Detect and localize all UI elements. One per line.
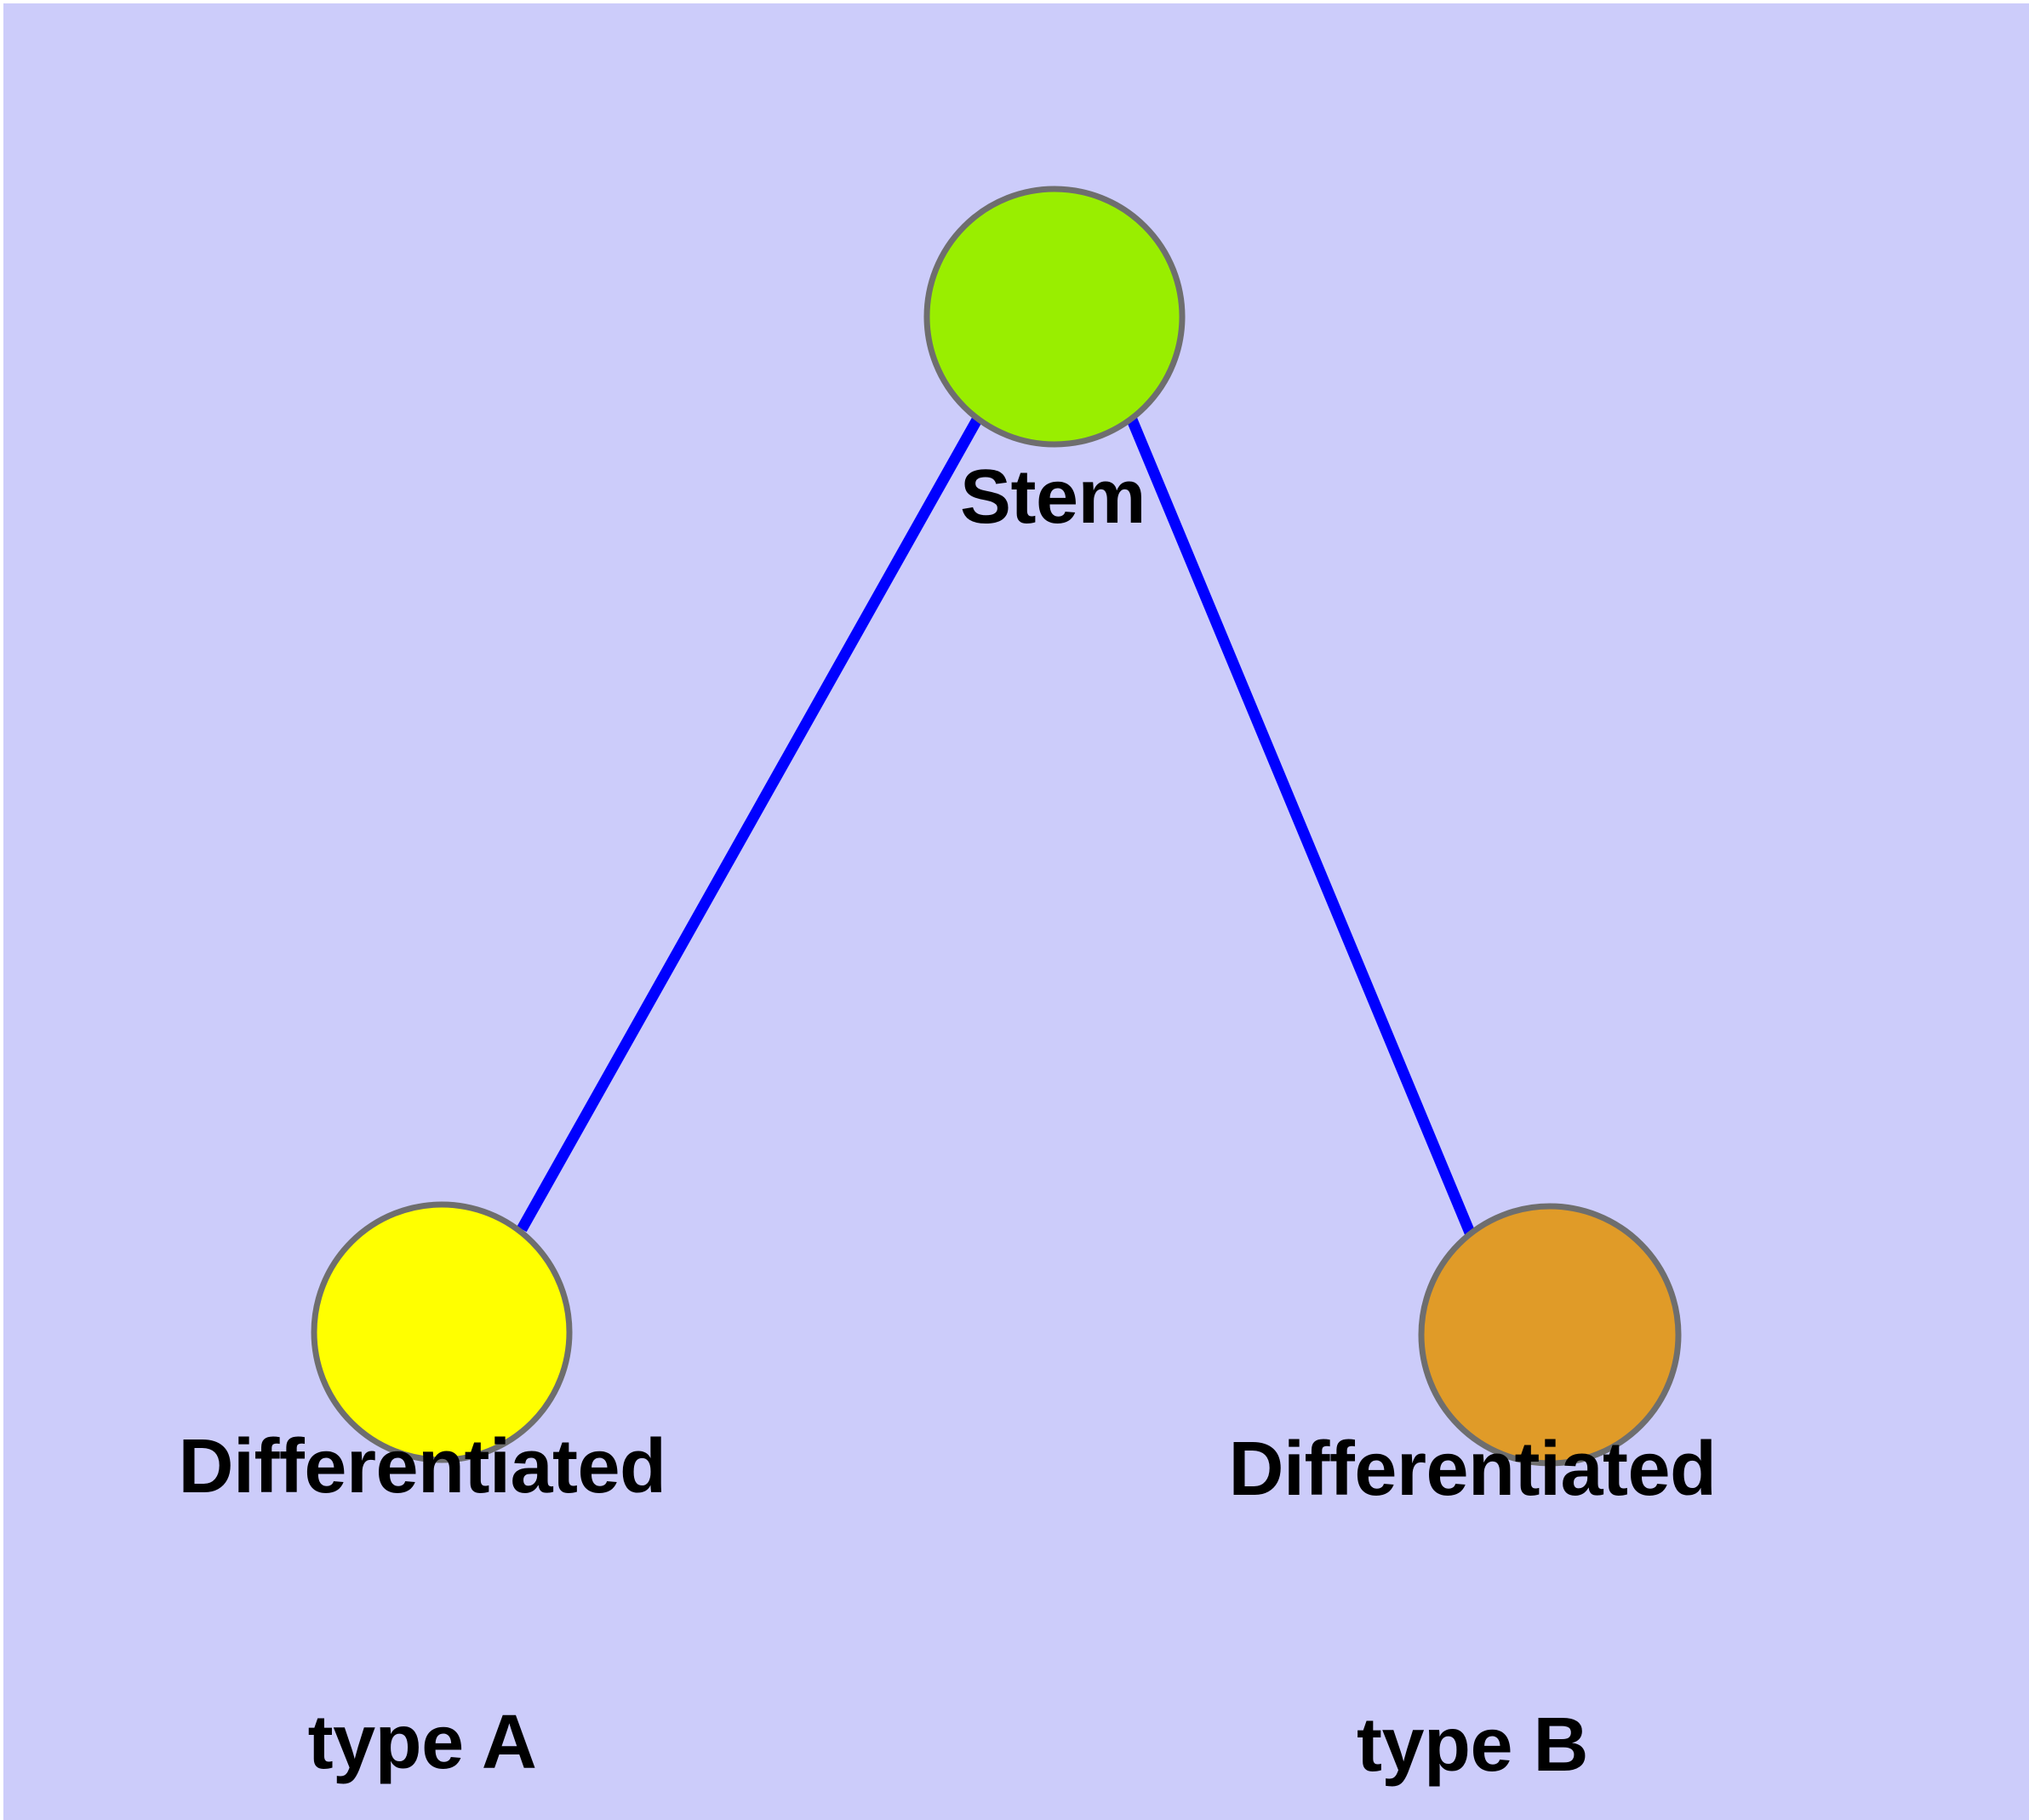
edge-stem-to-diff-b <box>1126 417 1476 1235</box>
node-diff-b[interactable] <box>1418 1203 1682 1467</box>
edge-stem-to-diff-a <box>517 416 982 1233</box>
node-stem[interactable] <box>923 186 1186 448</box>
node-layer <box>311 186 1682 1467</box>
node-diff-a[interactable] <box>311 1201 573 1463</box>
edge-layer <box>517 416 1476 1235</box>
